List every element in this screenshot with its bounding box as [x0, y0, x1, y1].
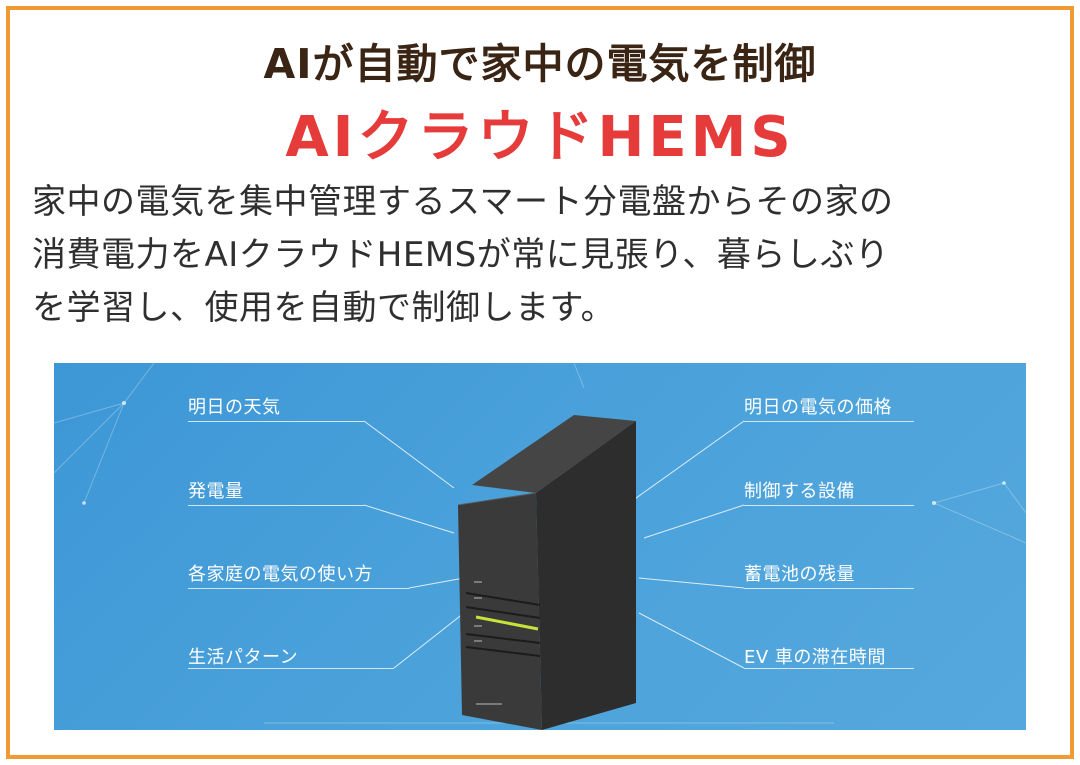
- input-label-left-1: 明日の天気: [188, 397, 281, 418]
- label-underline: [188, 668, 394, 669]
- hems-illustration: 明日の天気 発電量 各家庭の電気の使い方 生活パターン 明日の電気の価格 制御す…: [54, 363, 1026, 730]
- product-name: AIクラウドHEMS: [285, 105, 795, 170]
- input-label-right-4: EV 車の滞在時間: [744, 647, 886, 668]
- label-underline: [744, 588, 914, 589]
- input-label-right-3: 蓄電池の残量: [744, 564, 855, 585]
- description-line-3: を学習し、使用を自動で制御します。: [32, 288, 616, 328]
- label-underline: [188, 588, 409, 589]
- description-line-1: 家中の電気を集中管理するスマート分電盤からその家の: [32, 182, 894, 222]
- description-line-2: 消費電力をAIクラウドHEMSが常に見張り、暮らしぶり: [32, 235, 890, 275]
- label-underline: [188, 505, 364, 506]
- label-underline: [744, 668, 914, 669]
- status-indicator-light: [475, 615, 539, 631]
- headline: AIが自動で家中の電気を制御: [263, 40, 817, 88]
- description: 家中の電気を集中管理するスマート分電盤からその家の 消費電力をAIクラウドHEM…: [32, 176, 1052, 335]
- label-underline: [744, 421, 914, 422]
- label-underline: [188, 421, 364, 422]
- input-label-right-1: 明日の電気の価格: [744, 397, 892, 418]
- smart-distribution-board-device: [457, 415, 636, 730]
- input-label-right-2: 制御する設備: [744, 481, 855, 502]
- input-label-left-4: 生活パターン: [188, 647, 299, 668]
- input-label-left-3: 各家庭の電気の使い方: [188, 564, 373, 585]
- input-label-left-2: 発電量: [188, 481, 244, 502]
- label-underline: [744, 505, 914, 506]
